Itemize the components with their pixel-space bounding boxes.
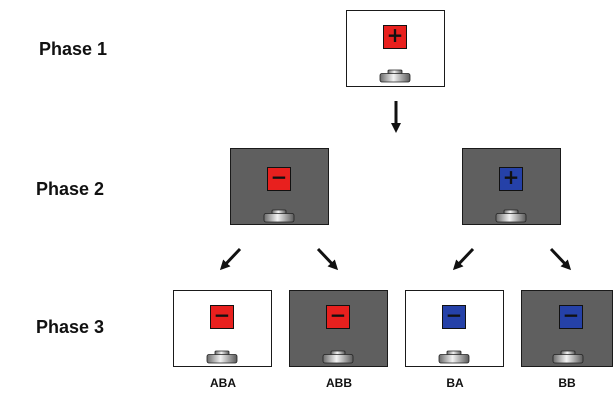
phase-3-box-abb: − [289, 290, 388, 367]
condition-label-aba: ABA [210, 376, 236, 390]
speaker-icon [322, 350, 354, 364]
speaker-icon [438, 350, 470, 364]
phase-2-label: Phase 2 [36, 179, 105, 199]
condition-label-bb: BB [558, 376, 576, 390]
phase-3-bb-sign: − [559, 305, 583, 329]
speaker-icon [206, 350, 238, 364]
speaker-icon [552, 350, 584, 364]
arrow-down-right-icon [549, 247, 572, 271]
speaker-icon [495, 209, 527, 223]
speaker-icon [263, 209, 295, 223]
phase-3-box-aba: − [173, 290, 272, 367]
phase-3-label: Phase 3 [36, 317, 105, 337]
arrow-down-right-icon [316, 247, 339, 271]
phase-3-box-ba: − [405, 290, 504, 367]
phase-1-box: + [346, 10, 445, 87]
arrow-down-left-icon [219, 247, 242, 271]
arrow-down-left-icon [452, 247, 475, 271]
phase-3-abb-sign: − [326, 305, 350, 329]
phase-2-right-sign: + [499, 167, 523, 191]
condition-label-abb: ABB [326, 376, 352, 390]
condition-label-ba: BA [446, 376, 464, 390]
speaker-icon [379, 69, 411, 83]
phase-3-ba-sign: − [442, 305, 466, 329]
phase-1-label: Phase 1 [39, 39, 108, 59]
phase-3-aba-sign: − [210, 305, 234, 329]
phase-2-left-box: − [230, 148, 329, 225]
phase-1-sign: + [383, 25, 407, 49]
phase-3-box-bb: − [521, 290, 613, 367]
phase-2-left-sign: − [267, 167, 291, 191]
phase-2-right-box: + [462, 148, 561, 225]
